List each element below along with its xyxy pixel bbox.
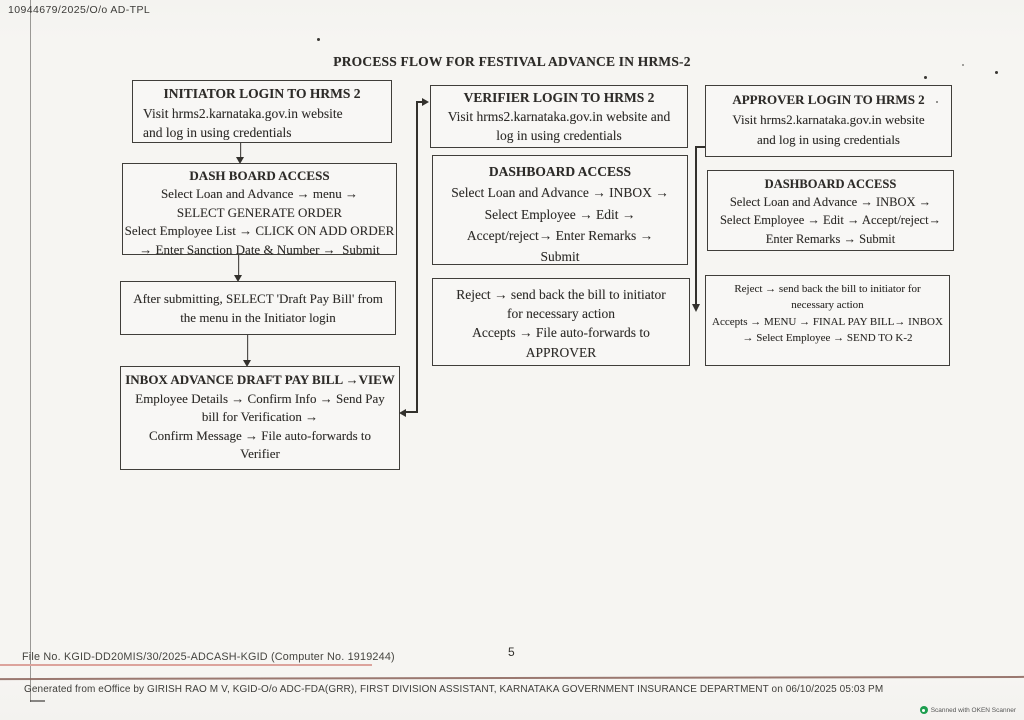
box-title: VERIFIER LOGIN TO HRMS 2	[463, 90, 655, 105]
box-line: APPROVER	[525, 344, 597, 360]
box-title: INITIATOR LOGIN TO HRMS 2	[163, 86, 361, 101]
footer-generated-line: Generated from eOffice by GIRISH RAO M V…	[24, 684, 884, 695]
box-line: Reject → send back the bill to initiator…	[734, 283, 921, 295]
flow-box-initiator-draft-pay-bill: After submitting, SELECT 'Draft Pay Bill…	[120, 281, 396, 335]
flow-box-initiator-login: INITIATOR LOGIN TO HRMS 2 Visit hrms2.ka…	[132, 80, 392, 143]
box-title: DASHBOARD ACCESS	[488, 164, 632, 179]
box-line: → Enter Sanction Date & Number → Submit	[139, 241, 380, 257]
page-number: 5	[508, 645, 515, 659]
box-line: the menu in the Initiator login	[180, 309, 336, 325]
scan-speck	[936, 101, 938, 103]
arrow-head-icon	[236, 157, 244, 164]
box-title: DASH BOARD ACCESS	[189, 168, 330, 183]
box-line: Select Loan and Advance → INBOX →	[451, 185, 669, 201]
box-line: Visit hrms2.karnataka.gov.in website	[143, 105, 343, 121]
flow-arrow-down	[236, 143, 245, 164]
footer-rule	[0, 675, 1024, 681]
box-line: necessary action	[791, 299, 864, 312]
box-line: Enter Remarks → Submit	[765, 231, 896, 246]
scan-speck	[962, 64, 964, 66]
box-line: Select Employee → Edit →	[484, 206, 636, 222]
box-line: Accept/reject→ Enter Remarks →	[466, 227, 654, 243]
arrow-head-icon	[234, 275, 242, 282]
document-ref-number: 10944679/2025/O/o AD-TPL	[8, 4, 151, 16]
flow-arrow-down	[243, 335, 252, 367]
box-line: Accepts → MENU → FINAL PAY BILL→ INBOX	[712, 315, 943, 328]
scanner-badge: Scanned with OKEN Scanner	[919, 706, 1016, 714]
box-line: and log in using credentials	[143, 125, 292, 140]
flow-box-approver-login: APPROVER LOGIN TO HRMS 2 Visit hrms2.kar…	[705, 85, 952, 157]
box-line: Select Employee List → CLICK ON ADD ORDE…	[124, 223, 395, 239]
box-line: SELECT GENERATE ORDER	[176, 204, 343, 220]
arrow-head-icon	[243, 360, 251, 367]
box-line: Employee Details → Confirm Info → Send P…	[135, 390, 385, 406]
scan-edge-line	[30, 0, 32, 702]
diagram-title: PROCESS FLOW FOR FESTIVAL ADVANCE IN HRM…	[333, 54, 691, 69]
box-title: DASHBOARD ACCESS	[764, 177, 897, 191]
footer-file-number: File No. KGID-DD20MIS/30/2025-ADCASH-KGI…	[22, 651, 395, 663]
flow-box-approver-decision: Reject → send back the bill to initiator…	[705, 275, 950, 366]
flow-box-initiator-inbox: INBOX ADVANCE DRAFT PAY BILL →VIEW Emplo…	[120, 366, 400, 470]
box-line: After submitting, SELECT 'Draft Pay Bill…	[133, 291, 383, 306]
box-line: Select Loan and Advance → menu →	[160, 186, 359, 202]
box-line: Accepts → File auto-forwards to	[472, 325, 650, 341]
flow-box-verifier-login: VERIFIER LOGIN TO HRMS 2 Visit hrms2.kar…	[430, 85, 688, 148]
scanner-badge-label: Scanned with OKEN Scanner	[930, 706, 1016, 714]
flow-box-verifier-decision: Reject → send back the bill to initiator…	[432, 278, 690, 366]
box-line: Confirm Message → File auto-forwards to	[148, 427, 372, 443]
box-line: Select Loan and Advance → INBOX →	[729, 195, 932, 210]
scan-speck	[995, 71, 998, 74]
box-line: log in using credentials	[496, 128, 622, 143]
box-line: for necessary action	[507, 306, 615, 322]
box-line: and log in using credentials	[757, 132, 900, 147]
box-line: Submit	[540, 249, 580, 265]
box-title: APPROVER LOGIN TO HRMS 2	[732, 92, 925, 107]
box-line: bill for Verification →	[201, 409, 319, 425]
file-number-underline	[0, 664, 372, 666]
scan-speck	[924, 76, 927, 79]
box-line: Visit hrms2.karnataka.gov.in website and	[447, 109, 671, 124]
scan-speck	[317, 38, 320, 41]
box-line: Reject → send back the bill to initiator	[456, 287, 666, 302]
flow-box-verifier-dashboard: DASHBOARD ACCESS Select Loan and Advance…	[432, 155, 688, 265]
flow-box-approver-dashboard: DASHBOARD ACCESS Select Loan and Advance…	[707, 170, 954, 251]
box-line: Visit hrms2.karnataka.gov.in website	[732, 112, 925, 127]
box-line: Verifier	[240, 446, 280, 462]
arrow-head-icon	[691, 304, 700, 312]
box-line: → Select Employee → SEND TO K-2	[742, 332, 913, 345]
arrow-head-icon	[422, 98, 429, 106]
arrow-head-icon	[399, 408, 406, 417]
scan-edge-corner	[30, 700, 45, 702]
flow-box-initiator-dashboard: DASH BOARD ACCESS Select Loan and Advanc…	[122, 163, 397, 257]
flow-arrow-down	[234, 255, 243, 282]
box-line: Select Employee → Edit → Accept/reject→	[719, 213, 942, 228]
box-title: INBOX ADVANCE DRAFT PAY BILL →VIEW	[125, 372, 395, 387]
oken-scanner-icon	[919, 706, 928, 714]
